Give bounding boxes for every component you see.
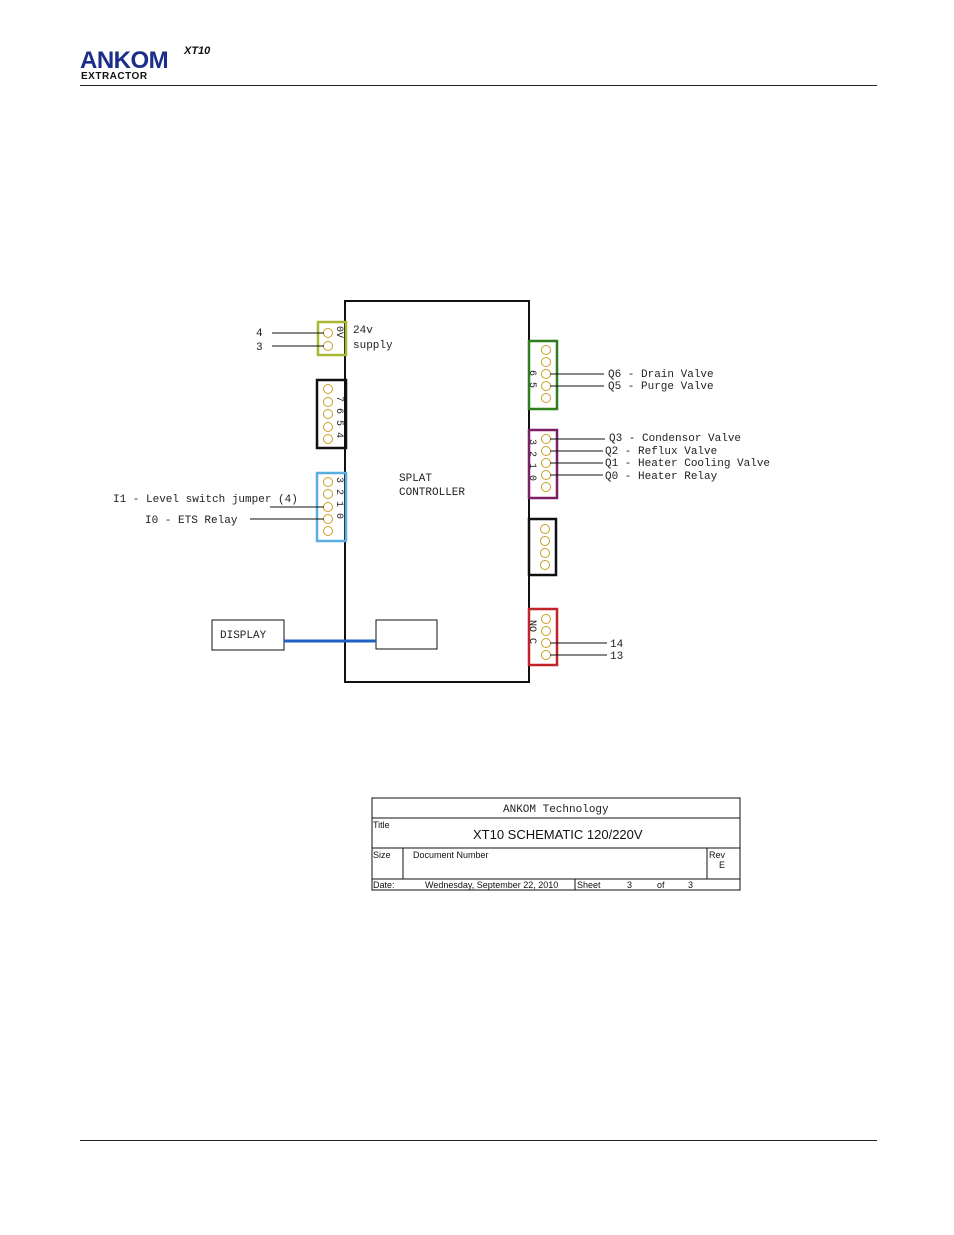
terminal xyxy=(541,482,551,492)
supply-label-line1: 24v xyxy=(353,325,373,337)
supply-label-line2: supply xyxy=(353,340,393,352)
input-connector-upper xyxy=(315,378,348,450)
title-block xyxy=(371,797,741,891)
terminal xyxy=(540,548,550,558)
title-block-company: ANKOM Technology xyxy=(503,804,609,816)
controller-name-line2: CONTROLLER xyxy=(399,487,465,499)
controller-name-line1: SPLAT xyxy=(399,473,432,485)
terminal xyxy=(323,477,333,487)
label-q5: Q5 - Purge Valve xyxy=(608,381,714,393)
footer-rule xyxy=(80,1140,877,1141)
terminal xyxy=(541,614,551,624)
terminal xyxy=(541,345,551,355)
terminal xyxy=(541,650,551,660)
title-block-rev-label: Rev xyxy=(709,850,726,860)
relay-terminal-label: NO C xyxy=(526,620,537,644)
supply-connector xyxy=(316,320,348,357)
display-box xyxy=(211,619,285,651)
label-q2: Q2 - Reflux Valve xyxy=(605,446,717,458)
terminal xyxy=(540,536,550,546)
terminal xyxy=(323,526,333,536)
relay-connector xyxy=(527,607,559,667)
display-port xyxy=(375,619,438,650)
ankom-logo: ANKOM XT10 EXTRACTOR xyxy=(80,45,211,82)
terminal xyxy=(541,369,551,379)
display-label: DISPLAY xyxy=(220,630,267,642)
terminal xyxy=(323,489,333,499)
spare-connector xyxy=(527,517,558,577)
supply-pin-4: 4 xyxy=(256,328,263,340)
title-block-doc-label: Document Number xyxy=(413,850,489,860)
title-block-sheet: 3 xyxy=(627,880,632,890)
title-block-title-label: Title xyxy=(373,820,390,830)
title-block-size-label: Size xyxy=(373,850,391,860)
terminal xyxy=(541,434,551,444)
terminal xyxy=(541,357,551,367)
terminal xyxy=(323,384,333,394)
output-upper-terminal-label: 6 5 xyxy=(526,370,537,388)
logo-sub: EXTRACTOR xyxy=(81,71,148,82)
terminal xyxy=(323,409,333,419)
logo-super: XT10 xyxy=(183,45,211,57)
title-block-date-label: Date: xyxy=(373,880,395,890)
terminal xyxy=(323,328,333,338)
terminal xyxy=(541,381,551,391)
terminal xyxy=(323,502,333,512)
title-block-date: Wednesday, September 22, 2010 xyxy=(425,880,558,890)
terminal xyxy=(541,458,551,468)
input-upper-terminal-label: 7 6 5 4 xyxy=(333,396,344,438)
terminal xyxy=(323,434,333,444)
input-lower-terminal-label: 3 2 1 0 xyxy=(333,477,344,519)
title-block-of-label: of xyxy=(657,880,665,890)
title-block-sheet-label: Sheet xyxy=(577,880,601,890)
terminal xyxy=(323,341,333,351)
terminal xyxy=(540,524,550,534)
label-q6: Q6 - Drain Valve xyxy=(608,369,714,381)
terminal xyxy=(540,560,550,570)
terminal xyxy=(541,470,551,480)
title-block-sheet-total: 3 xyxy=(688,880,693,890)
title-block-rev: E xyxy=(719,860,725,870)
terminal xyxy=(541,626,551,636)
terminal xyxy=(541,446,551,456)
supply-terminal-label: 0V xyxy=(333,326,344,338)
terminal xyxy=(323,422,333,432)
output-lower-terminal-label: 3 2 1 0 xyxy=(526,439,537,481)
label-i0: I0 - ETS Relay xyxy=(145,515,238,527)
label-q3: Q3 - Condensor Valve xyxy=(609,433,741,445)
label-i1: I1 - Level switch jumper (4) xyxy=(113,494,298,506)
terminal xyxy=(541,638,551,648)
terminal xyxy=(323,397,333,407)
header-rule xyxy=(80,85,877,86)
output-connector-upper xyxy=(527,339,559,411)
supply-pin-3: 3 xyxy=(256,342,263,354)
label-q0: Q0 - Heater Relay xyxy=(605,471,718,483)
logo-main: ANKOM xyxy=(80,47,168,74)
relay-pin-13: 13 xyxy=(610,651,623,663)
terminal xyxy=(541,393,551,403)
relay-pin-14: 14 xyxy=(610,639,624,651)
label-q1: Q1 - Heater Cooling Valve xyxy=(605,458,770,470)
terminal xyxy=(323,514,333,524)
title-block-title: XT10 SCHEMATIC 120/220V xyxy=(473,827,643,842)
output-connector-lower xyxy=(527,428,559,500)
